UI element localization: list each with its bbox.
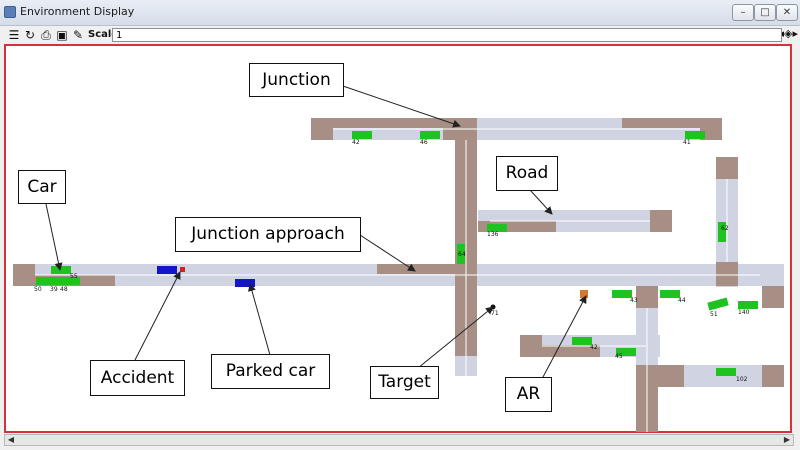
vehicle-label: 48 xyxy=(60,286,68,293)
car-43 xyxy=(612,290,632,298)
scroll-right-icon[interactable]: ▶ xyxy=(783,435,791,444)
close-icon[interactable]: ✕ xyxy=(776,4,798,21)
refresh-icon[interactable]: ↻ xyxy=(24,28,36,42)
callout-road: Road xyxy=(496,156,558,191)
callout-arrows xyxy=(45,84,587,378)
parked-car xyxy=(235,279,255,287)
car-42b xyxy=(572,337,592,345)
vehicle-labels: 42 46 41 136 64 55 50 39 48 71 43 44 51 … xyxy=(34,139,750,383)
window-titlebar: Environment Display – □ ✕ xyxy=(0,0,800,26)
segment xyxy=(13,264,35,286)
segment xyxy=(700,118,722,140)
ar-vehicle xyxy=(580,290,588,298)
callout-accident: Accident xyxy=(90,360,185,396)
vehicle-label: 39 xyxy=(50,286,58,293)
cars xyxy=(36,131,758,376)
car-48 xyxy=(36,277,80,285)
car-51 xyxy=(707,297,729,311)
vehicle-label: 102 xyxy=(736,376,748,383)
segment xyxy=(762,286,784,308)
vehicle-label: 64 xyxy=(458,251,466,258)
vehicle-label: 42 xyxy=(590,344,598,351)
car-42 xyxy=(352,131,372,139)
vehicle-label: 42 xyxy=(352,139,360,146)
callout-car: Car xyxy=(18,170,66,204)
segment xyxy=(716,262,738,286)
vehicle-label: 55 xyxy=(70,273,78,280)
car-140 xyxy=(738,301,758,309)
pan-arrows-icon[interactable]: ◂◈▸ xyxy=(778,27,798,40)
accident-marker xyxy=(180,267,185,272)
car-64 xyxy=(457,244,465,264)
vehicle-label: 44 xyxy=(678,297,686,304)
callout-ar: AR xyxy=(505,377,552,412)
segment xyxy=(658,365,684,387)
vehicle-label: 46 xyxy=(420,139,428,146)
segment xyxy=(333,118,443,128)
accident-car xyxy=(157,266,177,274)
vehicle-label: 71 xyxy=(491,310,499,317)
segment xyxy=(622,118,700,128)
car-45 xyxy=(616,348,636,356)
segment xyxy=(377,264,455,274)
scale-input[interactable] xyxy=(112,28,782,42)
segment xyxy=(636,286,658,308)
vehicle-label: 140 xyxy=(738,309,750,316)
segment xyxy=(311,118,333,140)
callout-target: Target xyxy=(370,366,439,399)
export-icon[interactable]: ⎙ xyxy=(41,28,51,42)
car-136 xyxy=(487,224,507,232)
maximize-icon[interactable]: □ xyxy=(754,4,776,21)
car-102 xyxy=(716,368,736,376)
segment xyxy=(716,157,738,179)
horizontal-scrollbar[interactable]: ◀ ▶ xyxy=(4,434,794,446)
layers-icon[interactable]: ☰ xyxy=(8,28,20,42)
car-62 xyxy=(718,222,726,242)
camera-icon[interactable]: ▣ xyxy=(56,28,68,42)
car-41 xyxy=(685,131,705,139)
segment xyxy=(520,345,600,357)
wrench-icon[interactable]: ✎ xyxy=(72,28,84,42)
car-55 xyxy=(51,266,71,274)
lane-lines xyxy=(35,128,760,432)
callout-parked-car: Parked car xyxy=(211,354,330,389)
vehicle-label: 43 xyxy=(630,297,638,304)
scale-label: Scale: xyxy=(88,29,123,40)
segment xyxy=(650,210,672,232)
vehicle-label: 50 xyxy=(34,286,42,293)
car-44 xyxy=(660,290,680,298)
vehicle-label: 62 xyxy=(721,225,729,232)
callout-junction: Junction xyxy=(249,63,344,97)
window-title: Environment Display xyxy=(20,5,135,18)
vehicle-label: 45 xyxy=(615,353,623,360)
vehicle-label: 136 xyxy=(487,231,499,238)
segment xyxy=(478,221,556,232)
car-46 xyxy=(420,131,440,139)
vehicle-label: 51 xyxy=(710,311,718,318)
minimize-icon[interactable]: – xyxy=(732,4,754,21)
vehicle-label: 41 xyxy=(683,139,691,146)
segment xyxy=(762,365,784,387)
callout-junction-approach: Junction approach xyxy=(175,217,361,252)
app-icon xyxy=(4,6,16,18)
scroll-left-icon[interactable]: ◀ xyxy=(7,435,15,444)
